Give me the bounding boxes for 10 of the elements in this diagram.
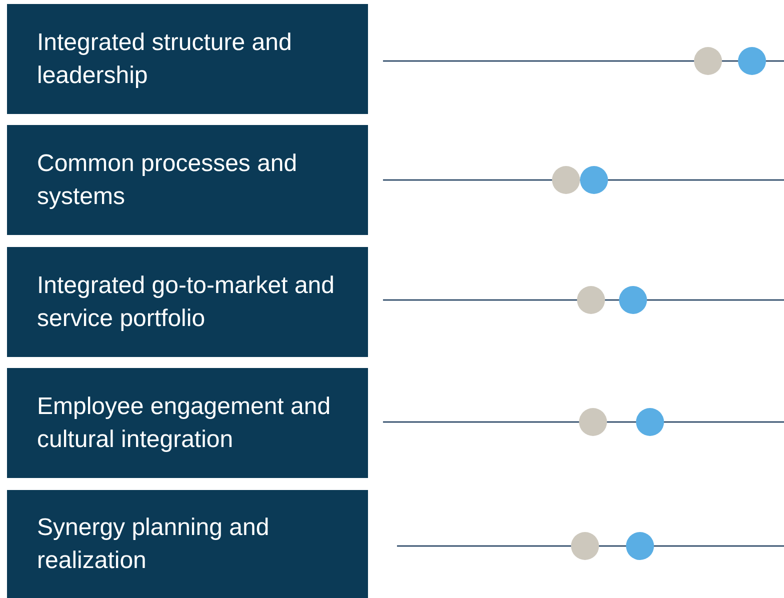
category-label: Integrated go-to-market and service portfolio (37, 271, 336, 334)
category-label: Common processes and systems (37, 149, 298, 212)
category-label: Integrated structure and leadership (37, 28, 293, 91)
category-label: Employee engagement and cultural integration (37, 392, 332, 455)
category-box (7, 247, 368, 357)
category-box (7, 4, 368, 114)
category-box (7, 125, 368, 235)
category-box (7, 490, 368, 598)
category-label: Synergy planning and realization (37, 513, 270, 576)
category-box (7, 368, 368, 478)
